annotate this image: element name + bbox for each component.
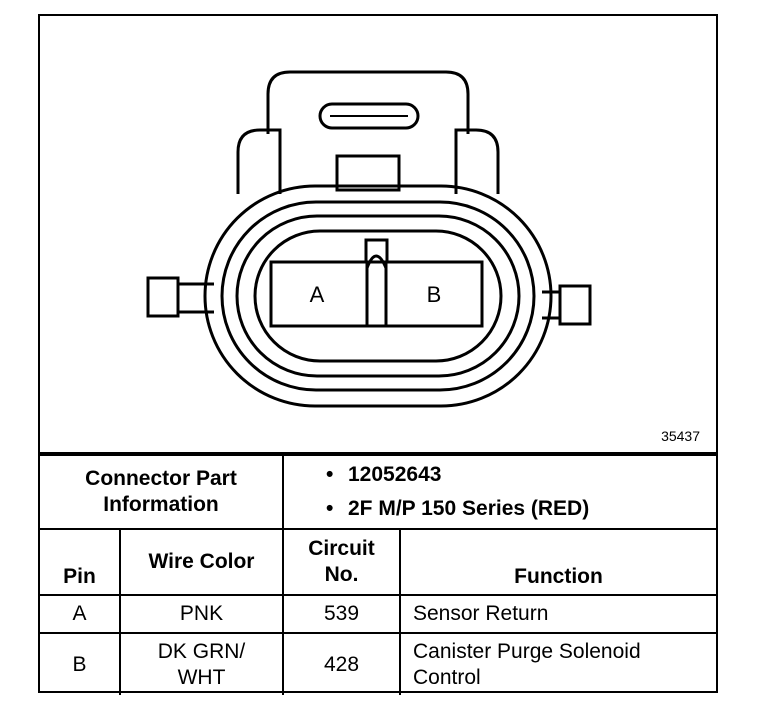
- pin-cell: B: [40, 632, 121, 695]
- connector-figure-frame: A B 35437 Connector Part Information •12…: [38, 14, 718, 695]
- pin-a-label: A: [310, 282, 325, 307]
- pin-b-label: B: [427, 282, 442, 307]
- part-number: •12052643: [326, 463, 442, 486]
- connector-series: •2F M/P 150 Series (RED): [326, 497, 590, 520]
- wire-color-cell: PNK: [119, 594, 284, 634]
- function-cell: Canister Purge Solenoid Control: [399, 632, 716, 695]
- figure-number: 35437: [661, 428, 700, 444]
- connector-info-row: Connector Part Information •12052643 •2F…: [40, 454, 716, 530]
- table-row: B DK GRN/ WHT 428 Canister Purge Solenoi…: [40, 632, 716, 695]
- header-function: Function: [399, 528, 716, 596]
- wire-color-cell: DK GRN/ WHT: [119, 632, 284, 695]
- function-cell: Sensor Return: [399, 594, 716, 634]
- header-wire-color: Wire Color: [119, 528, 284, 596]
- header-circuit-no: Circuit No.: [282, 528, 401, 596]
- connector-info-label: Connector Part Information: [40, 454, 284, 530]
- table-header-row: Pin Wire Color Circuit No. Function: [40, 528, 716, 596]
- connector-drawing: A B: [146, 70, 592, 408]
- circuit-cell: 428: [282, 632, 401, 695]
- connector-table: Connector Part Information •12052643 •2F…: [40, 454, 716, 695]
- header-pin: Pin: [40, 528, 121, 596]
- connector-diagram: A B 35437: [40, 16, 716, 454]
- connector-info-values: •12052643 •2F M/P 150 Series (RED): [282, 454, 716, 530]
- circuit-cell: 539: [282, 594, 401, 634]
- table-row: A PNK 539 Sensor Return: [40, 594, 716, 634]
- pin-cell: A: [40, 594, 121, 634]
